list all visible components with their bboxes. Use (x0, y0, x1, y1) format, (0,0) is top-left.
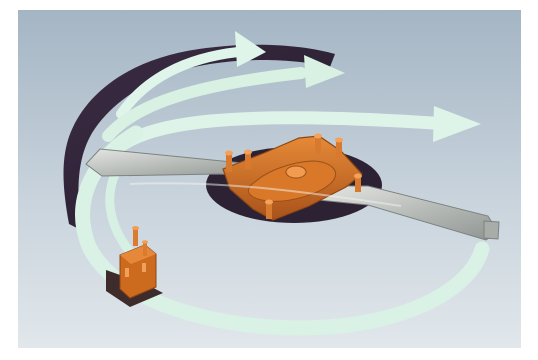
rotor-blade-right-tip (484, 221, 499, 239)
scene-illustration (18, 10, 521, 348)
rendered-scene (18, 10, 521, 348)
